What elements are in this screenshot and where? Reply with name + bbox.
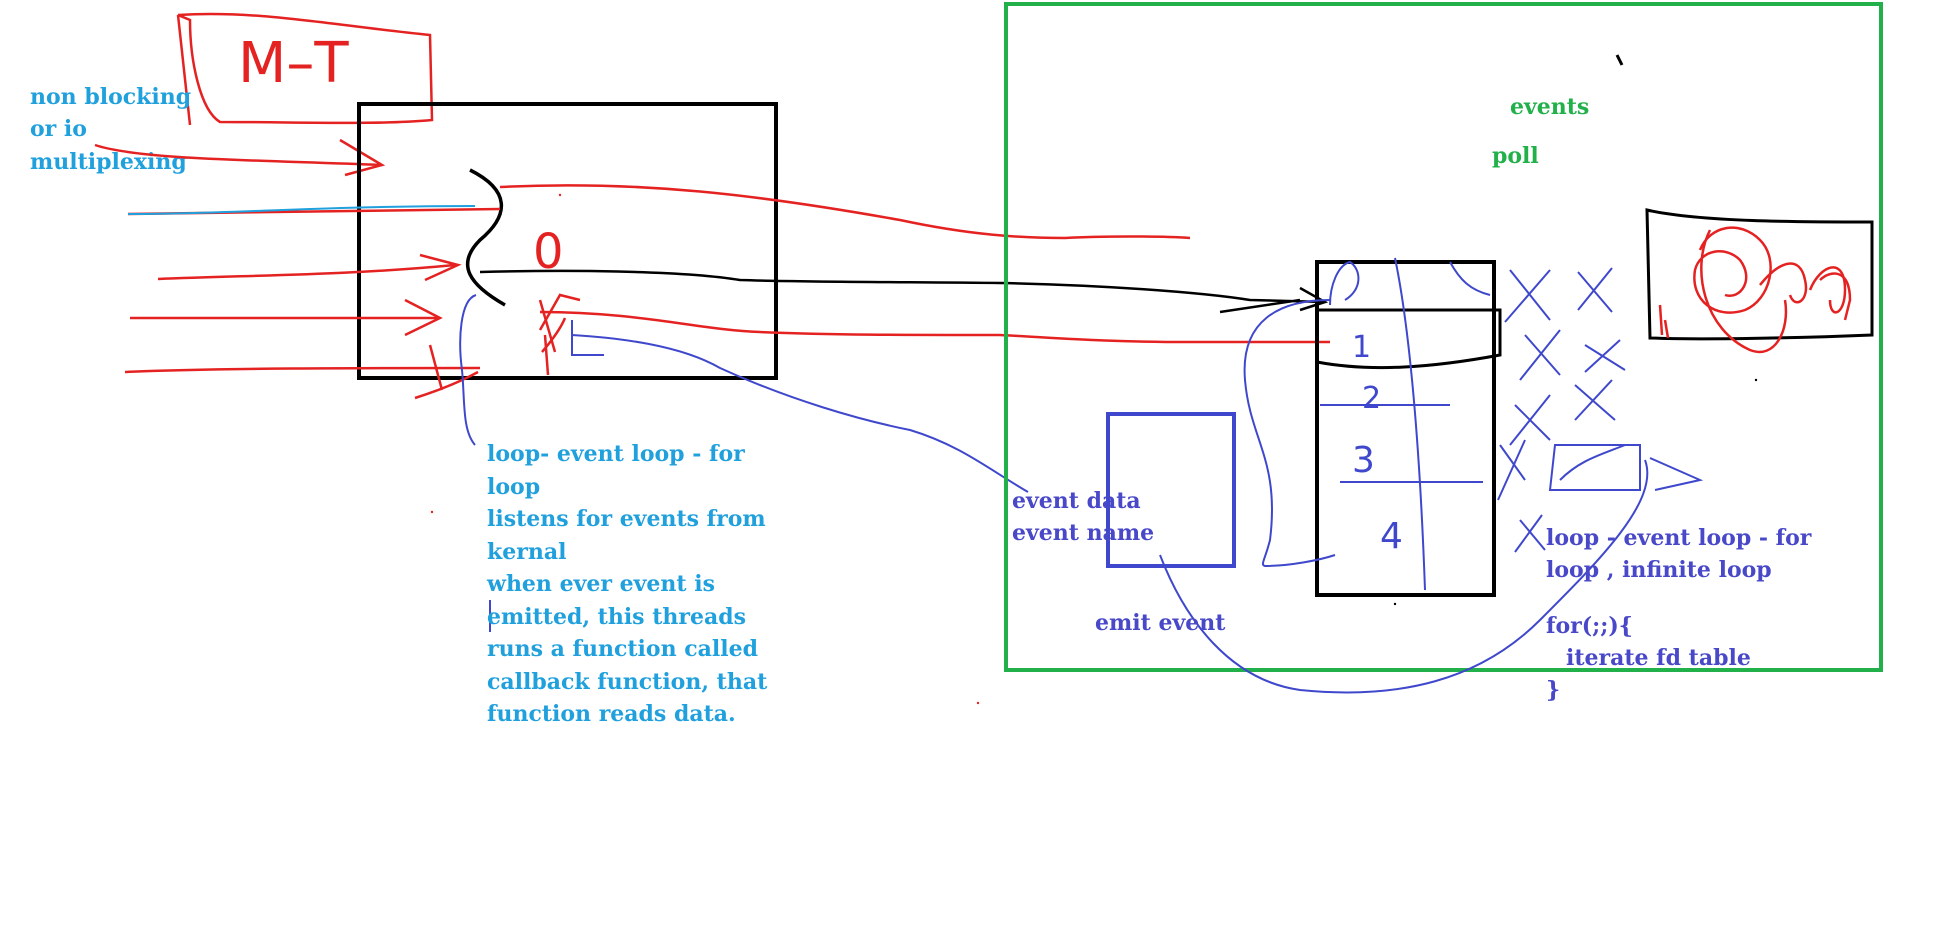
- loop-note-line-9: function reads data.: [487, 701, 736, 727]
- event-loop-note-line-1: loop - event loop - for: [1546, 525, 1812, 551]
- nonblocking-line-2: or io: [30, 116, 87, 142]
- event-loop-note: loop - event loop - for loop , infinite …: [1546, 525, 1812, 703]
- nonblocking-line-3: multiplexing: [30, 149, 187, 175]
- socket-box: [1645, 208, 1874, 341]
- mt-label: M–T: [238, 31, 349, 96]
- black-fd-line: [479, 269, 1329, 314]
- emit-event-label: emit event: [1095, 610, 1226, 636]
- loop-note-line-5: when ever event is: [486, 571, 715, 597]
- fd-table-top-row: [1316, 308, 1502, 370]
- event-loop-curve: [1159, 459, 1649, 694]
- poll-label: poll: [1492, 143, 1539, 169]
- nonblocking-label: non blocking or io multiplexing: [30, 84, 191, 175]
- mt-box: [176, 12, 434, 126]
- loop-note-line-6: emitted, this threads: [487, 604, 746, 630]
- event-loop-note-line-4: iterate fd table: [1566, 645, 1751, 671]
- kernel-box: [1004, 2, 1883, 672]
- event-loop-note-line-3: for(;;){: [1546, 613, 1633, 639]
- loop-note-line-7: runs a function called: [487, 636, 758, 662]
- fd-row-3: 3: [1352, 440, 1375, 481]
- event-loop-note-line-5: }: [1546, 677, 1560, 703]
- event-loop-note-line-2: loop , infinite loop: [1546, 557, 1772, 583]
- fd-row-4: 4: [1380, 516, 1403, 557]
- thread-wave: [465, 168, 506, 307]
- strike-marks: [1497, 267, 1626, 553]
- stray-mark: [1615, 54, 1624, 66]
- stray-dots: [430, 193, 1758, 705]
- event-name-label: event name: [1012, 520, 1154, 546]
- cyan-connection: [127, 205, 476, 215]
- loop-note-line-3: listens for events from: [487, 506, 766, 532]
- fd-table-dividers: [1320, 404, 1483, 483]
- event-box: [1106, 412, 1236, 568]
- events-label: events: [1510, 94, 1589, 120]
- red-fd-line-bottom: [539, 310, 1330, 344]
- nonblocking-line-1: non blocking: [30, 84, 191, 110]
- callback-connectors: [459, 294, 1029, 632]
- loop-note-line-8: callback function, that: [487, 669, 768, 695]
- process-box: [357, 102, 778, 380]
- loop-note-line-4: kernal: [487, 539, 566, 565]
- fd-table: 1 2 3 4: [1315, 260, 1502, 597]
- loop-note-line-1: loop- event loop - for: [487, 441, 745, 467]
- red-scribble: [1658, 226, 1852, 354]
- red-fd-line-top: [499, 184, 1191, 240]
- loop-note: loop- event loop - for loop listens for …: [486, 441, 768, 727]
- fd-row-2: 2: [1362, 381, 1381, 416]
- fd-table-scribbles: [1243, 257, 1491, 591]
- event-data-label: event data: [1012, 488, 1141, 514]
- loop-arrow: [1548, 444, 1704, 491]
- fd-row-1: 1: [1352, 330, 1371, 365]
- loop-note-line-2: loop: [487, 474, 540, 500]
- incoming-connections: [124, 207, 581, 400]
- fd-table-box: [1315, 260, 1496, 597]
